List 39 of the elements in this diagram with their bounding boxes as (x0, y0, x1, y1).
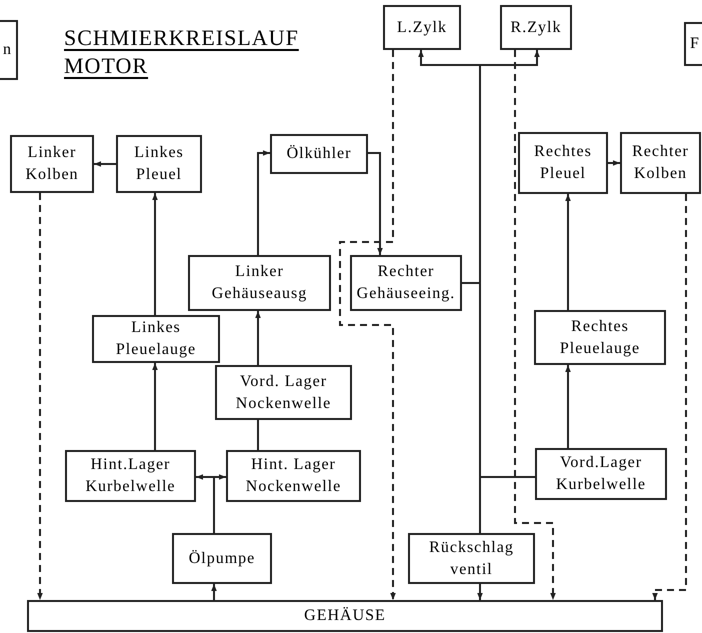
process-box: Linker Kolben (10, 135, 94, 193)
process-box: GEHÄUSE (27, 600, 663, 632)
arrow (152, 363, 158, 450)
arrow (94, 161, 116, 167)
process-box: Rechter Kolben (620, 132, 701, 194)
process-box: Linkes Pleuelauge (92, 315, 220, 363)
arrow (565, 194, 571, 310)
arrow (339, 50, 396, 600)
process-box: n (0, 20, 18, 80)
arrow (257, 150, 270, 255)
process-box: Linker Gehäuseausg (188, 255, 331, 311)
arrow (152, 193, 158, 315)
arrow (211, 584, 217, 600)
arrow (37, 193, 43, 600)
process-box: Rechtes Pleuel (518, 132, 608, 194)
arrow (255, 311, 261, 365)
process-box: F (684, 22, 702, 66)
process-box: Ölpumpe (172, 533, 272, 584)
connector-line (257, 420, 259, 450)
process-box: Vord. Lager Nockenwelle (215, 365, 352, 420)
arrow (477, 584, 483, 600)
arrow (652, 194, 687, 600)
diagram-title: SCHMIERKREISLAUF MOTOR (64, 24, 300, 80)
arrow (514, 50, 556, 600)
process-box: Rechter Gehäuseeing. (350, 255, 462, 311)
process-box: L.Zylk (383, 5, 461, 50)
process-box: Hint. Lager Nockenwelle (226, 450, 361, 502)
process-box: Vord.Lager Kurbelwelle (535, 448, 667, 500)
connector-line (462, 282, 481, 533)
process-box: Hint.Lager Kurbelwelle (65, 450, 196, 502)
process-box: Rechtes Pleuelauge (534, 310, 666, 365)
arrow (565, 365, 571, 448)
process-box: Ölkühler (270, 134, 368, 174)
arrow (368, 152, 383, 255)
process-box: Linkes Pleuel (116, 135, 202, 193)
process-box: R.Zylk (500, 5, 572, 50)
process-box: Rückschlag ventil (408, 533, 535, 584)
arrow (213, 474, 226, 533)
arrow (608, 160, 620, 166)
